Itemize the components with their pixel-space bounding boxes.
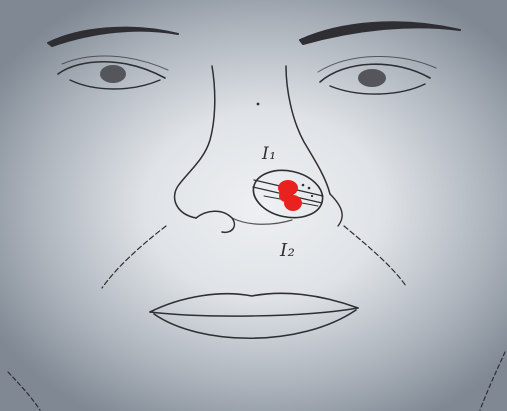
left-eye (58, 56, 168, 89)
right-jaw (480, 352, 505, 410)
left-nasolabial-fold (102, 226, 166, 288)
nose-left-side (175, 66, 215, 218)
left-jaw (8, 372, 40, 410)
lips (150, 293, 358, 338)
incision-label-i2: I₂ (280, 240, 295, 261)
right-nasolabial-fold (344, 226, 406, 286)
lesion-marking (278, 180, 302, 211)
incision-label-i1: I₁ (262, 144, 277, 164)
left-nostril (196, 211, 234, 232)
right-eyebrow (300, 22, 460, 44)
nose-right-side (286, 66, 330, 194)
left-eyebrow (48, 28, 178, 46)
right-alar (330, 194, 342, 226)
right-eye (318, 56, 436, 94)
nose-tip (232, 218, 292, 224)
